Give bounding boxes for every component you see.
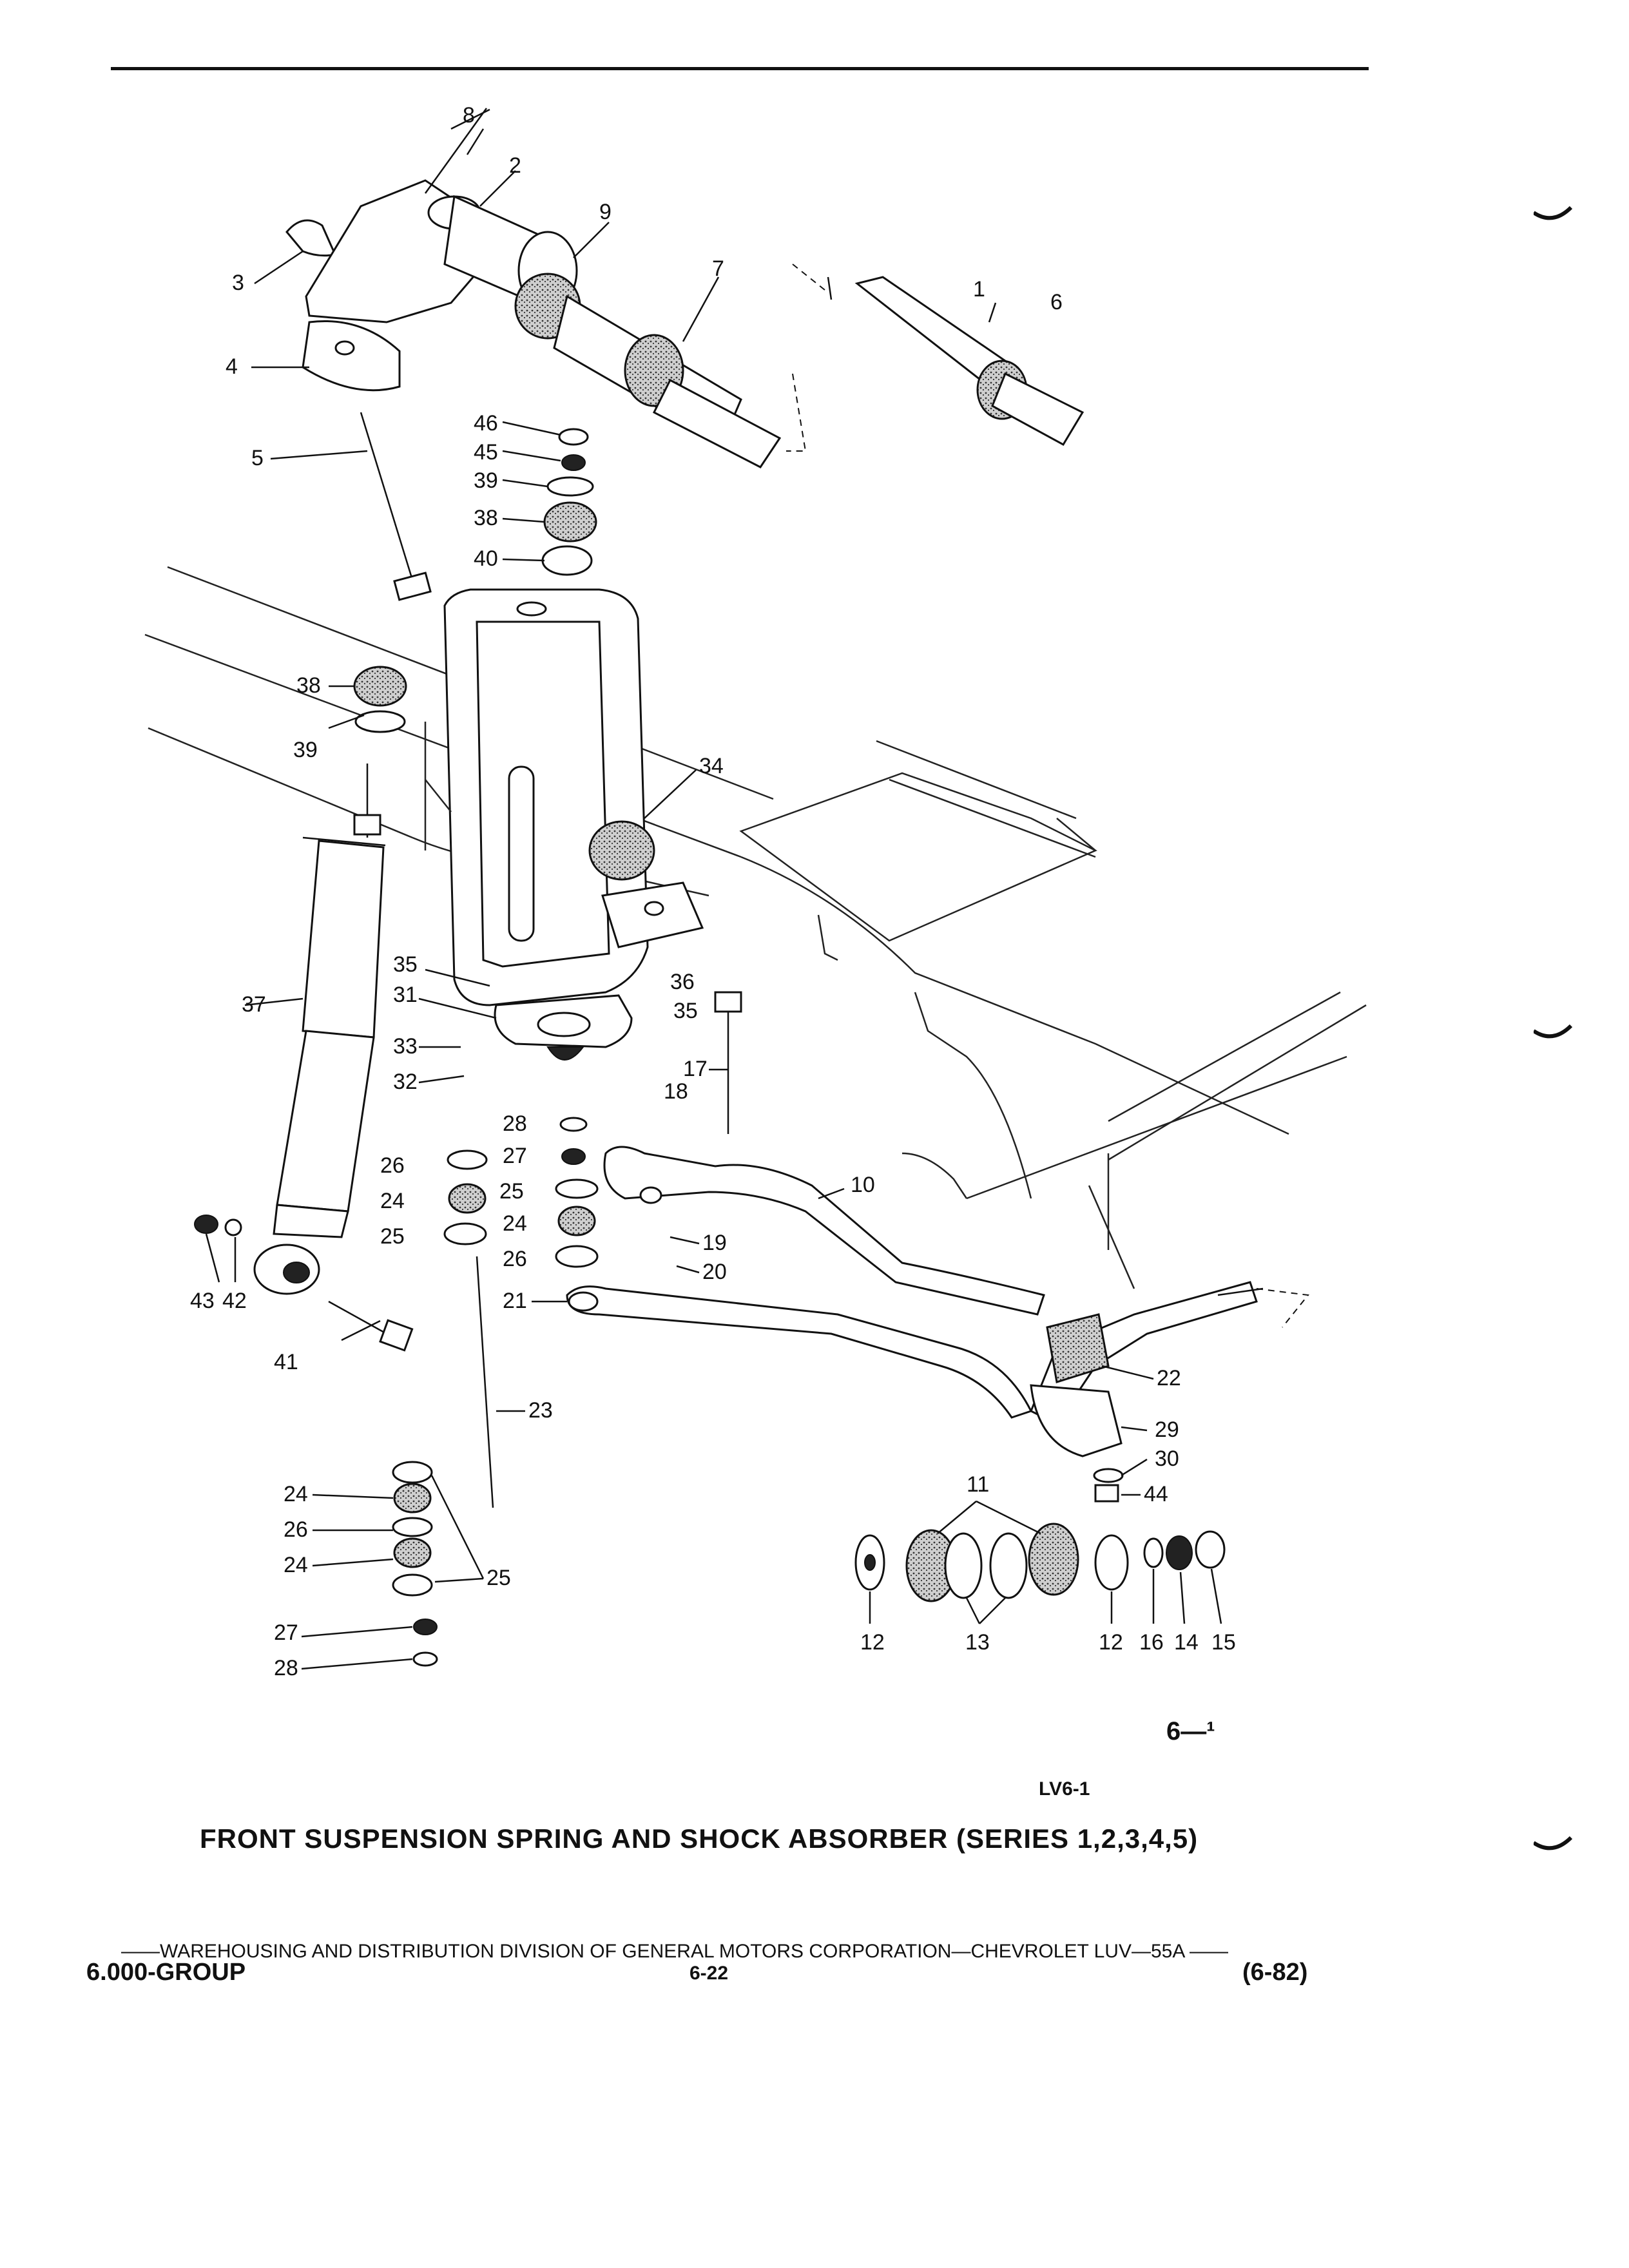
callout: 24 [503, 1211, 527, 1236]
callout: 39 [293, 738, 318, 762]
callout-labels: 1 2 3 4 5 6 7 8 9 10 11 12 12 13 14 15 1… [190, 103, 1236, 1680]
bolt-41 [194, 1215, 414, 1352]
callout: 21 [503, 1289, 527, 1313]
callout: 14 [1174, 1630, 1199, 1655]
callout: 1 [973, 277, 985, 302]
callout: 23 [528, 1398, 553, 1423]
mount-hardware-stack [353, 428, 704, 948]
callout: 30 [1155, 1446, 1179, 1471]
callout: 36 [670, 970, 695, 994]
top-rule [111, 67, 1369, 70]
callout: 27 [274, 1620, 298, 1645]
callout: 18 [664, 1079, 688, 1104]
callout: 41 [274, 1350, 298, 1374]
callout: 26 [284, 1517, 308, 1542]
shock-absorber [253, 764, 386, 1295]
callout: 7 [712, 256, 724, 281]
callout: 26 [380, 1153, 405, 1178]
callout: 33 [393, 1034, 418, 1059]
bolt-5 [360, 412, 432, 601]
callout: 44 [1144, 1482, 1168, 1506]
callout: 38 [474, 506, 498, 530]
callout: 35 [673, 999, 698, 1023]
date-code: (6-82) [1242, 1959, 1308, 1986]
callout: 34 [699, 754, 724, 778]
figure-code: LV6-1 [1039, 1778, 1090, 1800]
callout: 35 [393, 952, 418, 977]
binding-mark-icon [1534, 206, 1572, 220]
callout: 15 [1211, 1630, 1236, 1655]
callout: 25 [487, 1566, 511, 1590]
callout: 46 [474, 411, 498, 436]
callout: 37 [242, 992, 266, 1017]
binding-mark-icon [1534, 1836, 1572, 1850]
callout: 22 [1157, 1366, 1181, 1390]
callout: 9 [599, 200, 612, 224]
bushing-set [854, 1468, 1226, 1602]
callout: 42 [222, 1289, 247, 1313]
group-label: 6.000-GROUP [86, 1959, 246, 1986]
callout: 24 [284, 1482, 308, 1506]
callout: 5 [251, 446, 264, 470]
callout: 12 [1099, 1630, 1123, 1655]
callout: 19 [702, 1231, 727, 1255]
callout: 31 [393, 983, 418, 1007]
leader-lines [205, 128, 1222, 1670]
callout: 43 [190, 1289, 215, 1313]
callout: 24 [284, 1553, 308, 1577]
page-id: 6—¹ [1166, 1717, 1215, 1745]
bolt-17 [714, 991, 742, 1134]
callout: 29 [1155, 1418, 1179, 1442]
callout: 45 [474, 440, 498, 465]
callout: 38 [296, 673, 321, 698]
callout: 25 [499, 1179, 524, 1204]
page-number: 6-22 [689, 1963, 729, 1984]
callout: 25 [380, 1224, 405, 1249]
link-23 [392, 1117, 599, 1667]
callout: 8 [463, 103, 475, 128]
strut-rod-stabilizer [566, 1146, 1309, 1457]
callout: 17 [683, 1057, 708, 1081]
callout: 6 [1050, 290, 1063, 314]
callout: 16 [1139, 1630, 1164, 1655]
footer-publisher-line: ——WAREHOUSING AND DISTRIBUTION DIVISION … [121, 1941, 1229, 1962]
binding-mark-icon [1534, 1024, 1572, 1039]
callout: 13 [965, 1630, 990, 1655]
callout: 3 [232, 271, 244, 295]
callout: 40 [474, 546, 498, 571]
torsion-bar-assembly [285, 108, 1084, 468]
callout: 2 [509, 153, 521, 178]
callout: 20 [702, 1260, 727, 1284]
callout: 28 [274, 1656, 298, 1680]
callout: 32 [393, 1070, 418, 1094]
callout: 11 [967, 1472, 989, 1497]
figure-caption: FRONT SUSPENSION SPRING AND SHOCK ABSORB… [200, 1823, 1199, 1854]
callout: 4 [226, 354, 238, 379]
callout: 26 [503, 1247, 527, 1271]
callout: 28 [503, 1111, 527, 1136]
callout: 10 [851, 1173, 875, 1197]
shock-tower-bracket [424, 588, 649, 1061]
callout: 24 [380, 1189, 405, 1213]
callout: 12 [860, 1630, 885, 1655]
callout: 39 [474, 468, 498, 493]
callout: 27 [503, 1144, 527, 1168]
